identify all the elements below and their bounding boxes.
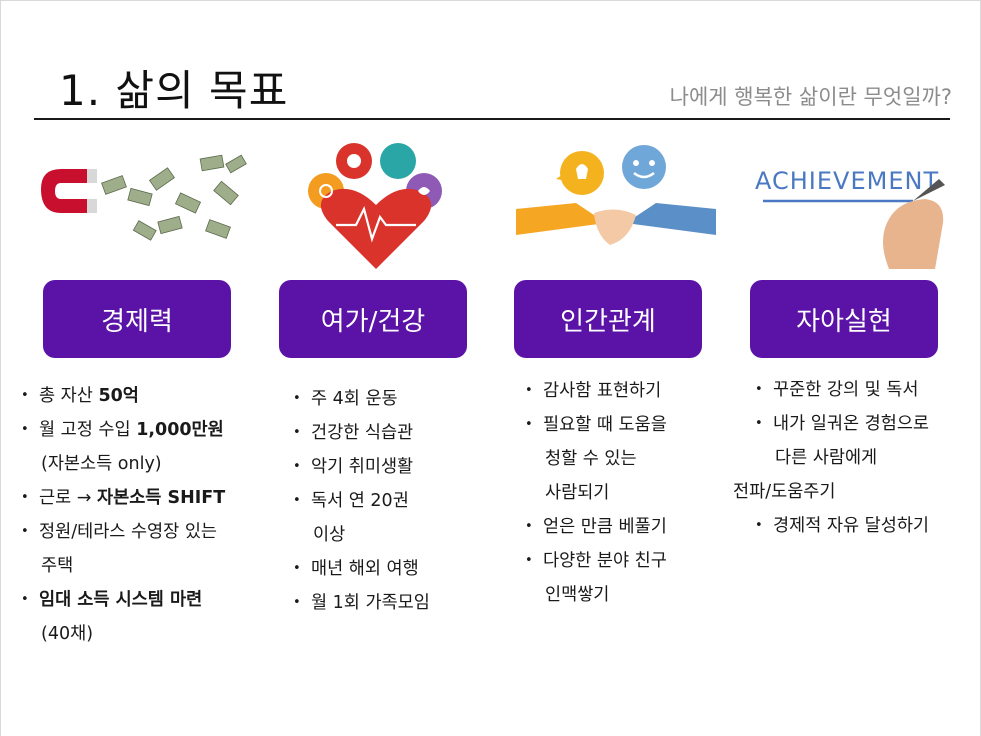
list-item: 사람되기: [545, 483, 610, 503]
item-text: 독서 연 20권: [311, 491, 409, 511]
list-item: (40채): [41, 624, 94, 644]
item-emphasis: 임대 소득 시스템 마련: [39, 590, 203, 610]
list-item: 다른 사람에게: [775, 448, 878, 468]
list-item: 내가 일궈온 경험으로: [753, 407, 929, 441]
list-item: 감사함 표현하기: [523, 374, 667, 408]
list-item: 총 자산 50억: [19, 379, 225, 413]
list-item: 독서 연 20권: [291, 484, 430, 518]
list-item: 얻은 만큼 베풀기: [523, 510, 667, 544]
category-pill-economy: 경제력: [43, 280, 231, 358]
list-item: 경제적 자유 달성하기: [753, 509, 929, 543]
goals-list-economy: 총 자산 50억월 고정 수입 1,000만원(자본소득 only)근로 → 자…: [19, 379, 225, 651]
list-item: 근로 → 자본소득 SHIFT: [19, 481, 225, 515]
list-item: 인맥쌓기: [545, 585, 610, 605]
magnet-money-icon: [31, 139, 251, 274]
list-item: 매년 해외 여행: [291, 552, 430, 586]
item-text: 내가 일궈온 경험으로: [773, 414, 930, 434]
item-text: 총 자산: [39, 386, 99, 406]
item-text: 경제적 자유 달성하기: [773, 516, 930, 536]
item-text: 월 고정 수입: [39, 420, 137, 440]
page-subtitle: 나에게 행복한 삶이란 무엇일까?: [669, 85, 952, 109]
health-heart-icon: [266, 139, 486, 274]
item-text: 악기 취미생활: [311, 457, 414, 477]
item-text: 근로 →: [39, 488, 97, 508]
item-text: 건강한 식습관: [311, 423, 414, 443]
list-item: 전파/도움주기: [733, 482, 836, 502]
list-item: 건강한 식습관: [291, 416, 430, 450]
list-item: 악기 취미생활: [291, 450, 430, 484]
page-title: 1. 삶의 목표: [59, 66, 289, 115]
list-item: 청할 수 있는: [545, 449, 637, 469]
item-text: 정원/테라스 수영장 있는: [39, 522, 218, 542]
item-emphasis: 1,000만원: [136, 420, 224, 440]
list-item: 꾸준한 강의 및 독서: [753, 373, 929, 407]
list-item: 임대 소득 시스템 마련: [19, 583, 225, 617]
item-text: 주 4회 운동: [311, 389, 398, 409]
achievement-writing-icon: ACHIEVEMENT: [749, 139, 969, 274]
handshake-icon: [506, 139, 726, 274]
list-item: 월 1회 가족모임: [291, 586, 430, 620]
list-item: 월 고정 수입 1,000만원: [19, 413, 225, 447]
list-item: 주 4회 운동: [291, 382, 430, 416]
item-text: 얻은 만큼 베풀기: [543, 517, 667, 537]
category-pill-self-actualization: 자아실현: [750, 280, 938, 358]
achievement-word: ACHIEVEMENT: [755, 167, 939, 195]
list-item: 정원/테라스 수영장 있는: [19, 515, 225, 549]
list-item: 필요할 때 도움을: [523, 408, 667, 442]
item-emphasis: 50억: [98, 386, 139, 406]
item-text: 매년 해외 여행: [311, 559, 419, 579]
category-pill-relationships: 인간관계: [514, 280, 702, 358]
item-emphasis: 자본소득 SHIFT: [97, 488, 226, 508]
title-divider: [34, 118, 950, 120]
item-text: 다양한 분야 친구: [543, 551, 667, 571]
item-text: 꾸준한 강의 및 독서: [773, 380, 919, 400]
item-text: 월 1회 가족모임: [311, 593, 430, 613]
list-item: 이상: [313, 525, 346, 545]
item-text: 감사함 표현하기: [543, 381, 662, 401]
list-item: (자본소득 only): [41, 454, 162, 474]
category-pill-leisure-health: 여가/건강: [279, 280, 467, 358]
list-item: 다양한 분야 친구: [523, 544, 667, 578]
item-text: 필요할 때 도움을: [543, 415, 667, 435]
goals-list-leisure-health: 주 4회 운동건강한 식습관악기 취미생활독서 연 20권이상매년 해외 여행월…: [291, 382, 430, 620]
list-item: 주택: [41, 556, 74, 576]
